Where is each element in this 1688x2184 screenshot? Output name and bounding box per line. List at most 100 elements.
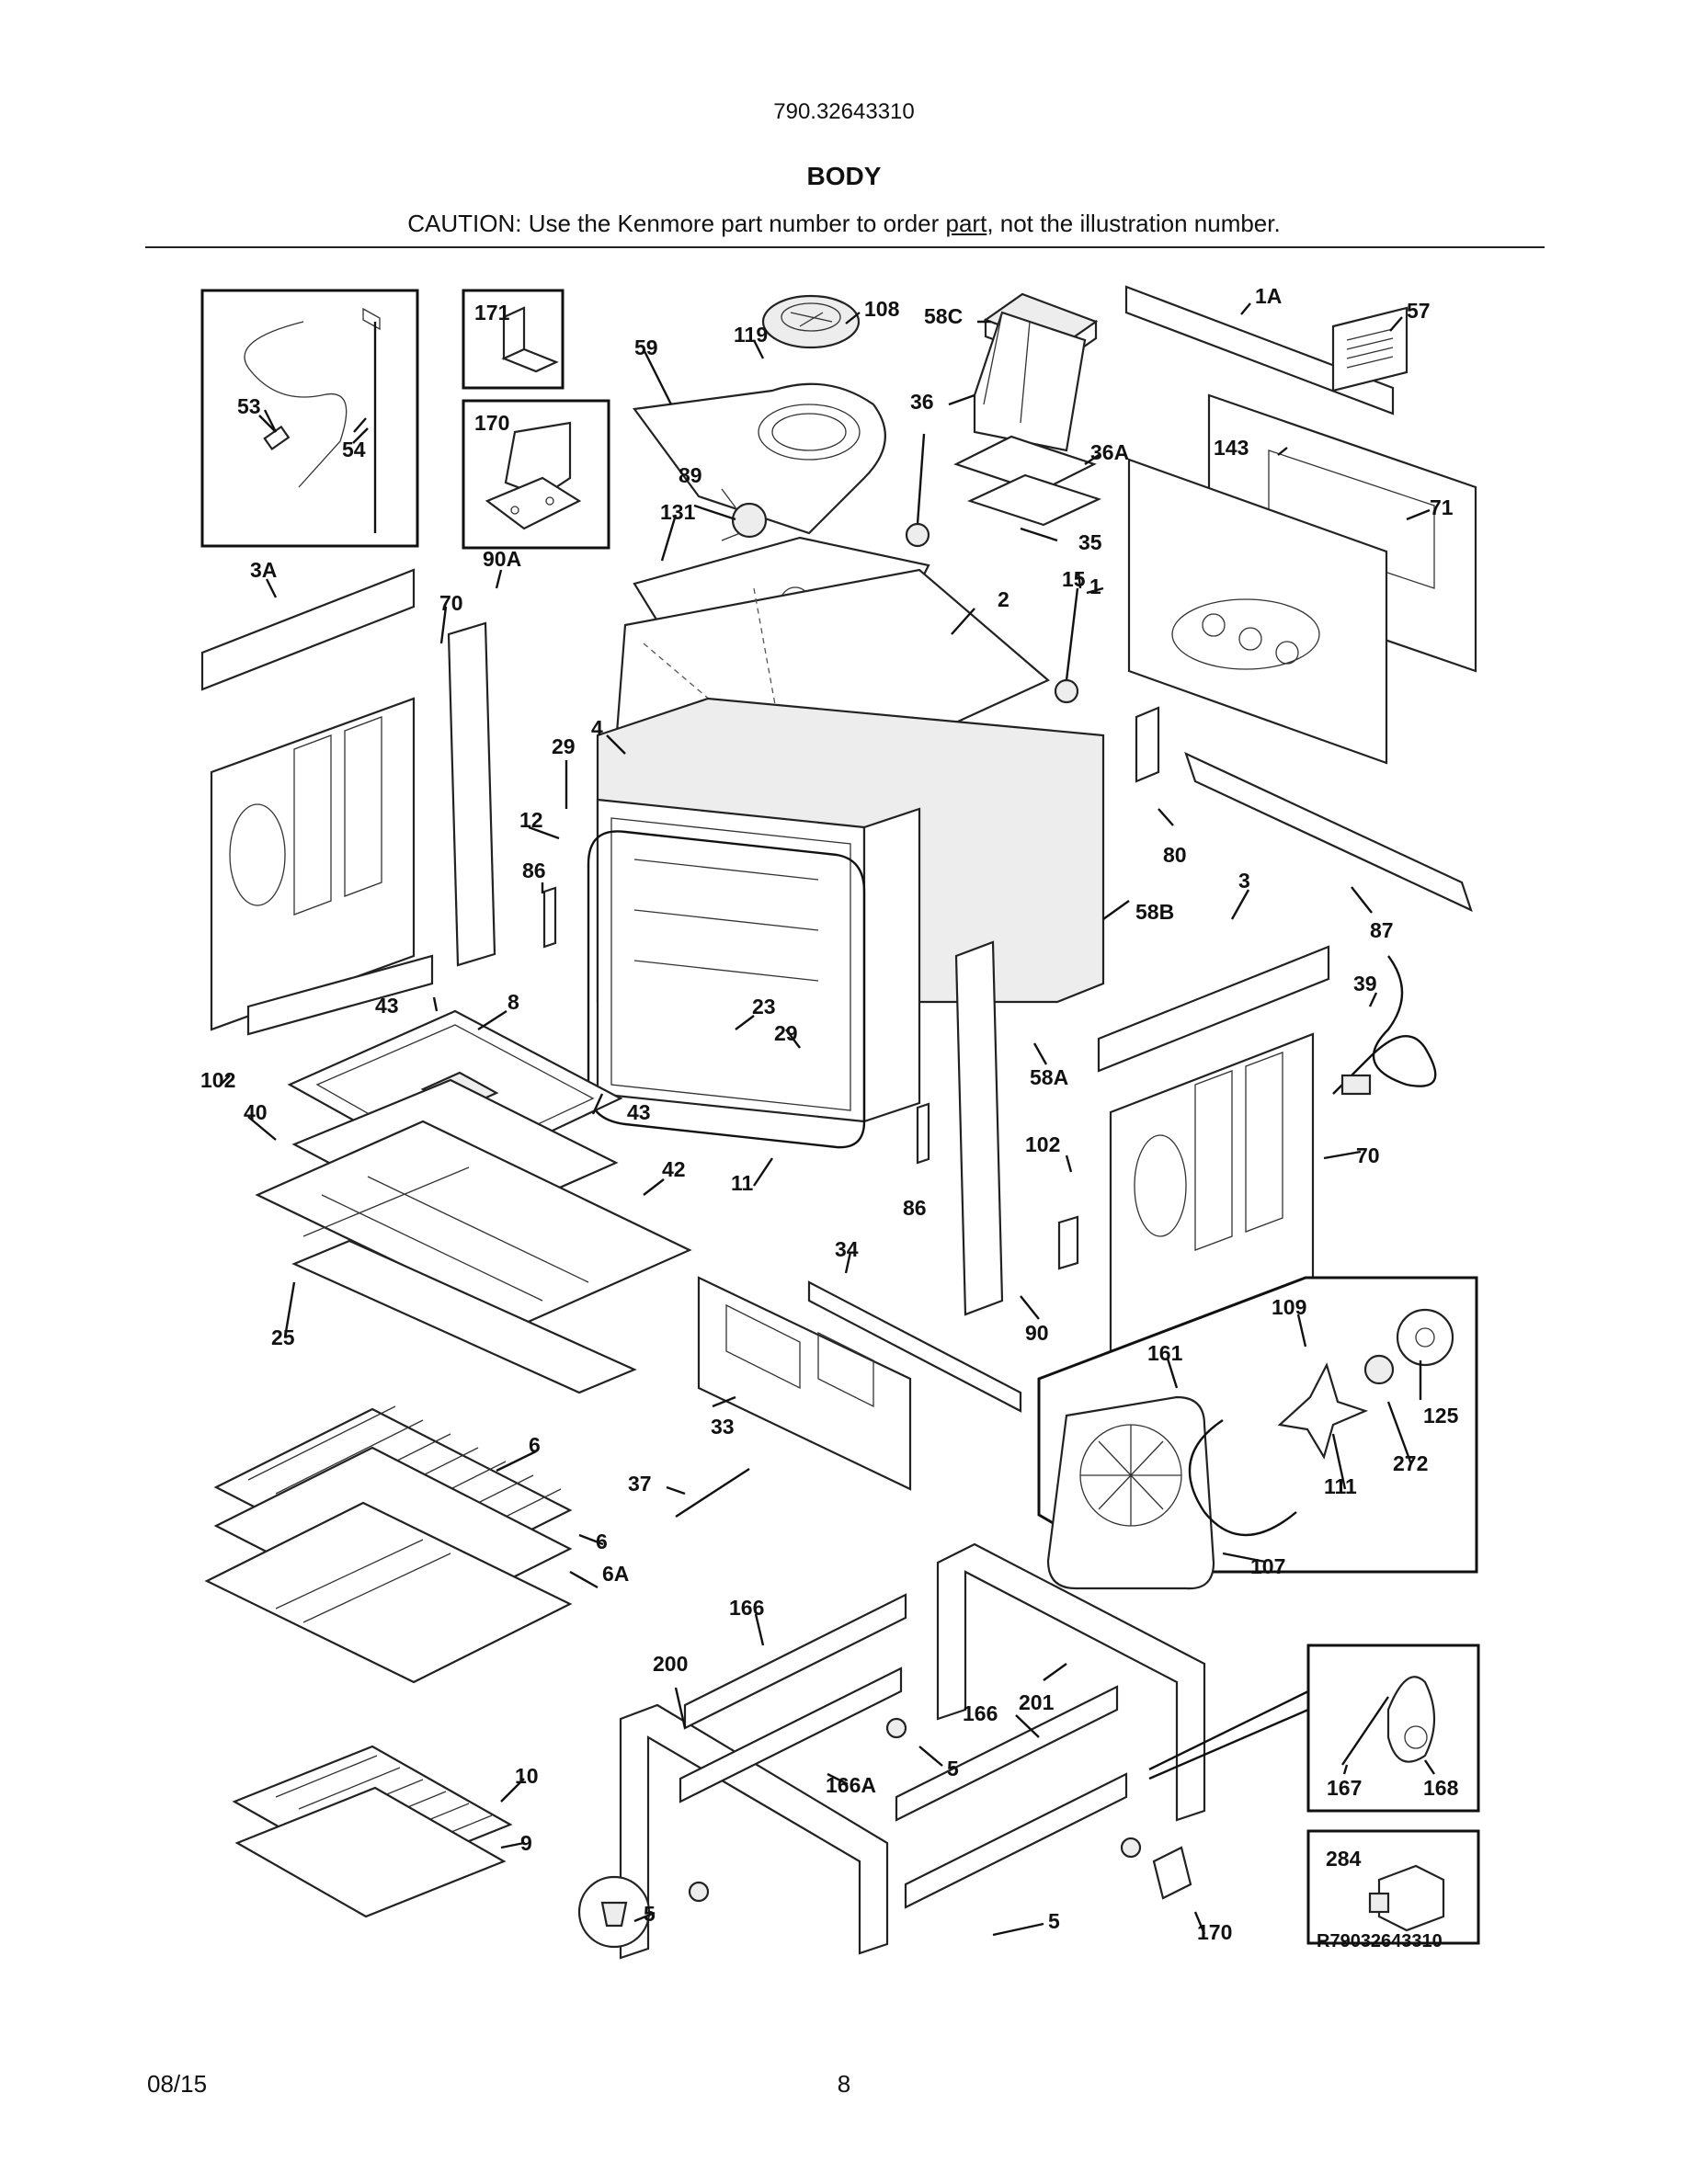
callout-109: 109 [1272,1295,1306,1319]
callout-59: 59 [634,336,658,359]
callout-54: 54 [342,438,366,461]
callout-15: 15 [1062,567,1086,591]
broiler-pan-9 [234,1786,507,1918]
callout-33: 33 [711,1415,735,1439]
callout-43-left: 43 [375,994,399,1018]
callout-170-lower: 170 [1197,1920,1232,1944]
oven-cavity-body [596,697,1105,1123]
inset-bracket-171-box [462,289,565,390]
inset-probe-box [200,289,419,548]
bracket-102-left [246,954,434,1036]
callout-70-left: 70 [439,591,463,615]
callout-70-right: 70 [1356,1143,1380,1167]
callout-labels: 53 54 171 170 59 119 108 58C 1A 57 89 36… [200,284,1459,1951]
callout-86-right: 86 [903,1196,927,1220]
callout-90A: 90A [483,547,521,571]
callout-161: 161 [1147,1341,1183,1365]
power-cord-39 [1332,955,1437,1096]
clip-37 [675,1467,750,1519]
thermostat-89 [721,488,768,541]
rear-panel-1A [1124,285,1395,415]
callout-39: 39 [1353,972,1377,995]
callout-37: 37 [628,1472,652,1496]
caution-part-link: part [945,210,987,237]
rail-34 [807,1280,1022,1413]
callout-58B: 58B [1135,900,1174,924]
callout-272: 272 [1393,1451,1428,1475]
rack-6A-slide [204,1501,573,1684]
drawing-code: R79032643310 [1317,1931,1443,1951]
callout-200: 200 [653,1652,688,1676]
callout-71: 71 [1430,495,1454,519]
side-trim-90A [447,621,496,967]
callout-86-left: 86 [522,859,546,882]
hinge-86 [542,886,930,1165]
leveler-5 [577,1717,1142,1949]
callout-42: 42 [662,1157,686,1181]
callout-36: 36 [910,390,934,414]
bracket-33 [697,1276,912,1491]
callout-23: 23 [752,995,776,1018]
callout-11: 11 [731,1171,754,1195]
caution-prefix: CAUTION: Use the Kenmore part number to … [407,210,946,237]
callout-3: 3 [1238,869,1250,893]
callout-6-top: 6 [529,1433,541,1457]
callout-36A: 36A [1090,440,1129,464]
duct-36 [973,311,1087,452]
callout-87: 87 [1370,918,1394,942]
callout-111: 111 [1324,1474,1357,1498]
callout-171: 171 [474,301,510,324]
callout-5-left: 5 [644,1902,656,1926]
left-side-panel [210,697,416,1031]
pan-25 [291,1239,637,1394]
gaskets-36A-35 [953,435,1101,527]
blower-housing-59 [633,382,886,535]
callout-29-bottom: 29 [774,1021,798,1045]
callout-168: 168 [1423,1776,1459,1800]
leader-lines [220,302,1435,1937]
callout-25: 25 [271,1325,295,1349]
sensor-15 [905,433,1079,704]
callout-35: 35 [1078,530,1102,554]
bracket-80 [1135,706,1160,783]
page-number: 8 [837,2070,851,2098]
callout-1: 1 [1089,574,1101,598]
callout-5-middle: 5 [947,1757,959,1780]
section-title: BODY [806,162,882,190]
callout-58A: 58A [1030,1065,1068,1089]
callout-34: 34 [835,1237,859,1261]
revision-date: 08/15 [147,2070,208,2098]
side-trim-90 [954,940,1004,1316]
inset-bracket-170-box [462,399,610,550]
callout-6A: 6A [602,1562,629,1586]
callout-107: 107 [1250,1554,1285,1578]
callout-12: 12 [519,808,543,832]
callout-170-inset: 170 [474,411,509,435]
bracket-170-lower [1152,1846,1192,1900]
callout-166A: 166A [826,1773,876,1797]
door-gasket-11 [587,830,866,1149]
header-divider [145,246,1545,248]
callout-1A: 1A [1255,284,1282,308]
callout-119: 119 [734,323,768,347]
model-number: 790.32643310 [773,99,915,124]
drawer-frame-200 [619,1703,889,1960]
callout-6-middle: 6 [596,1530,608,1553]
side-rail-3A [200,568,416,691]
callout-58C: 58C [924,304,963,328]
caution-note: CAUTION: Use the Kenmore part number to … [0,210,1688,238]
drawer-frame-201 [936,1542,1206,1822]
slide-166A [679,1666,1128,1909]
rear-panel-1 [1127,458,1388,765]
callout-131: 131 [660,500,696,524]
vent-cover-57 [1331,306,1409,392]
bracket-102-right [1057,1215,1079,1270]
callout-53: 53 [237,394,261,418]
callout-102-left: 102 [200,1068,235,1092]
rail-87 [1184,751,1473,913]
callout-10: 10 [515,1764,539,1788]
inset-284-box [1306,1829,1480,1945]
callout-8: 8 [508,990,519,1014]
callout-108: 108 [864,297,900,321]
